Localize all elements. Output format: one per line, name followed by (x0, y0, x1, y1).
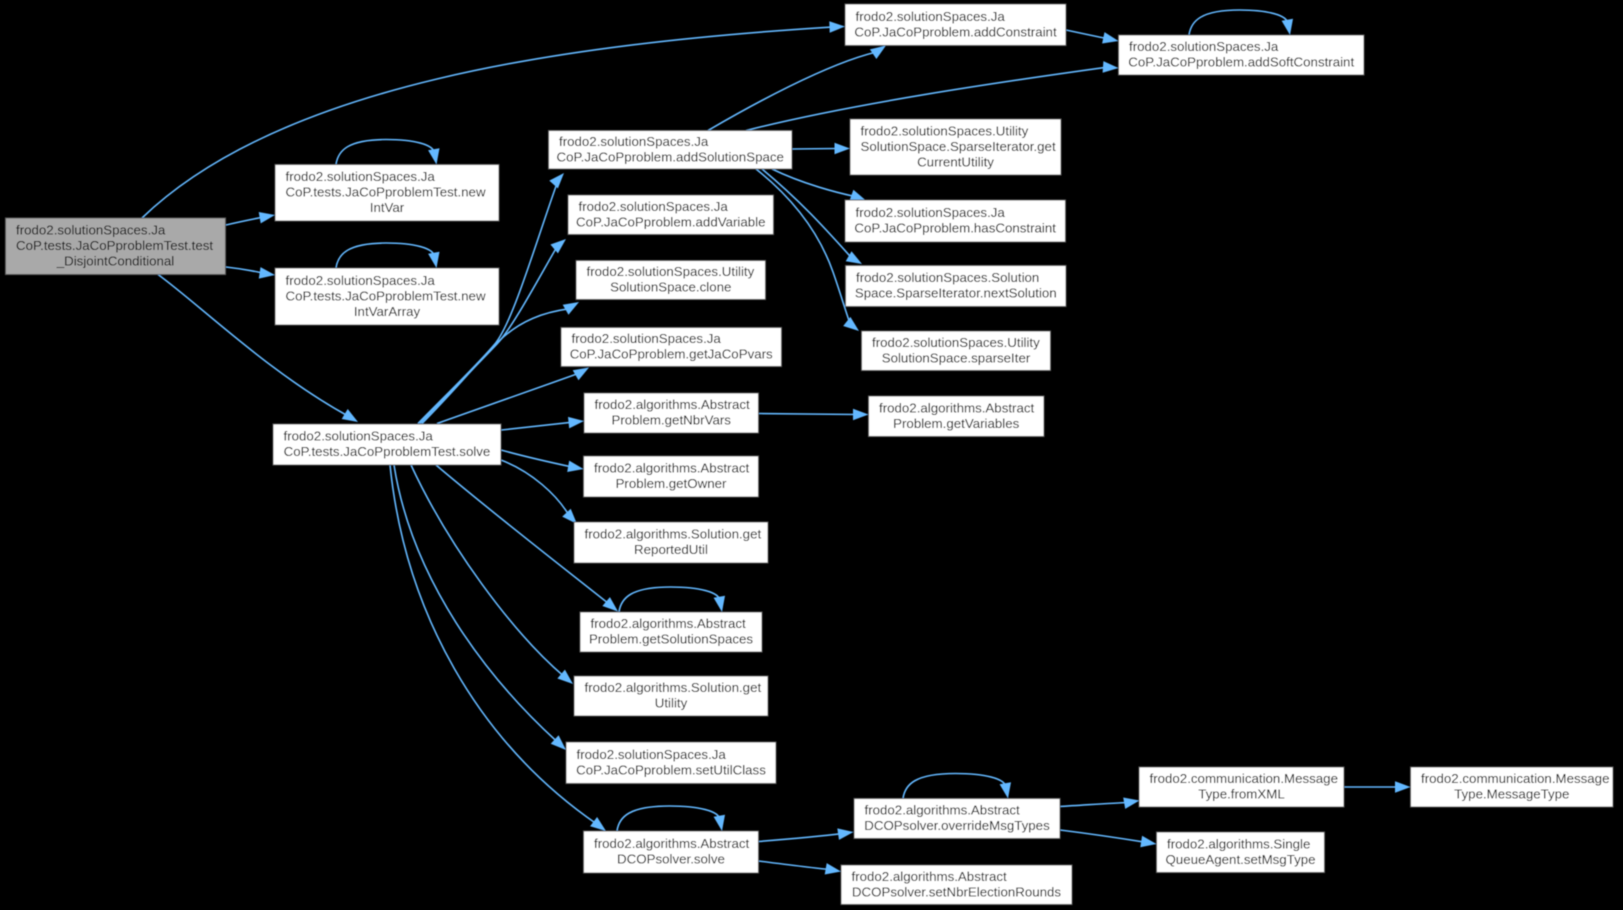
svg-text:Type.fromXML: Type.fromXML (1198, 787, 1284, 802)
svg-text:_DisjointConditional: _DisjointConditional (56, 254, 175, 269)
svg-text:CoP.JaCoPproblem.addVariable: CoP.JaCoPproblem.addVariable (576, 214, 765, 229)
svg-text:frodo2.algorithms.Abstract: frodo2.algorithms.Abstract (594, 461, 750, 476)
svg-text:frodo2.solutionSpaces.Utility: frodo2.solutionSpaces.Utility (861, 123, 1029, 138)
svg-text:Problem.getVariables: Problem.getVariables (893, 416, 1019, 431)
svg-text:Problem.getNbrVars: Problem.getNbrVars (611, 413, 731, 428)
svg-text:CoP.tests.JaCoPproblemTest.new: CoP.tests.JaCoPproblemTest.new (286, 185, 486, 200)
svg-text:frodo2.solutionSpaces.Utility: frodo2.solutionSpaces.Utility (872, 335, 1040, 350)
svg-text:CurrentUtility: CurrentUtility (917, 154, 994, 169)
svg-text:frodo2.algorithms.Abstract: frodo2.algorithms.Abstract (865, 803, 1021, 818)
svg-text:frodo2.solutionSpaces.Ja: frodo2.solutionSpaces.Ja (286, 273, 436, 288)
svg-text:frodo2.algorithms.Abstract: frodo2.algorithms.Abstract (595, 397, 751, 412)
svg-text:frodo2.solutionSpaces.Ja: frodo2.solutionSpaces.Ja (16, 223, 166, 238)
svg-text:CoP.JaCoPproblem.getJaCoPvars: CoP.JaCoPproblem.getJaCoPvars (570, 347, 773, 362)
svg-text:Problem.getSolutionSpaces: Problem.getSolutionSpaces (589, 632, 753, 647)
svg-text:frodo2.solutionSpaces.Ja: frodo2.solutionSpaces.Ja (1129, 39, 1279, 54)
svg-text:CoP.tests.JaCoPproblemTest.tes: CoP.tests.JaCoPproblemTest.test (16, 238, 213, 253)
svg-text:CoP.tests.JaCoPproblemTest.new: CoP.tests.JaCoPproblemTest.new (286, 288, 486, 303)
svg-text:frodo2.algorithms.Single: frodo2.algorithms.Single (1167, 836, 1310, 851)
svg-text:CoP.JaCoPproblem.addSoftConstr: CoP.JaCoPproblem.addSoftConstraint (1128, 55, 1354, 70)
svg-text:frodo2.algorithms.Solution.get: frodo2.algorithms.Solution.get (585, 527, 762, 542)
svg-text:ReportedUtil: ReportedUtil (634, 542, 708, 557)
svg-text:frodo2.solutionSpaces.Ja: frodo2.solutionSpaces.Ja (856, 205, 1006, 220)
svg-text:CoP.tests.JaCoPproblemTest.sol: CoP.tests.JaCoPproblemTest.solve (284, 444, 491, 459)
svg-text:frodo2.communication.Message: frodo2.communication.Message (1150, 771, 1338, 786)
svg-text:CoP.JaCoPproblem.setUtilClass: CoP.JaCoPproblem.setUtilClass (576, 762, 766, 777)
svg-text:IntVarArray: IntVarArray (354, 304, 421, 319)
svg-text:CoP.JaCoPproblem.addConstraint: CoP.JaCoPproblem.addConstraint (854, 24, 1057, 39)
svg-text:frodo2.algorithms.Abstract: frodo2.algorithms.Abstract (879, 400, 1035, 415)
svg-text:SolutionSpace.clone: SolutionSpace.clone (610, 280, 731, 295)
svg-text:frodo2.solutionSpaces.Ja: frodo2.solutionSpaces.Ja (284, 429, 434, 444)
svg-text:DCOPsolver.solve: DCOPsolver.solve (617, 852, 725, 867)
svg-text:frodo2.algorithms.Abstract: frodo2.algorithms.Abstract (852, 869, 1008, 884)
svg-text:frodo2.solutionSpaces.Ja: frodo2.solutionSpaces.Ja (577, 747, 727, 762)
svg-text:frodo2.solutionSpaces.Ja: frodo2.solutionSpaces.Ja (286, 169, 436, 184)
svg-text:frodo2.solutionSpaces.Ja: frodo2.solutionSpaces.Ja (572, 331, 722, 346)
svg-text:frodo2.algorithms.Solution.get: frodo2.algorithms.Solution.get (585, 680, 762, 695)
svg-text:SolutionSpace.sparseIter: SolutionSpace.sparseIter (882, 350, 1031, 365)
svg-text:CoP.JaCoPproblem.addSolutionSp: CoP.JaCoPproblem.addSolutionSpace (556, 149, 783, 164)
svg-text:Type.MessageType: Type.MessageType (1454, 787, 1569, 802)
svg-text:frodo2.algorithms.Abstract: frodo2.algorithms.Abstract (591, 616, 747, 631)
svg-text:DCOPsolver.overrideMsgTypes: DCOPsolver.overrideMsgTypes (864, 818, 1050, 833)
svg-text:frodo2.solutionSpaces.Utility: frodo2.solutionSpaces.Utility (587, 264, 755, 279)
svg-text:frodo2.algorithms.Abstract: frodo2.algorithms.Abstract (594, 836, 750, 851)
svg-text:frodo2.solutionSpaces.Solution: frodo2.solutionSpaces.Solution (856, 270, 1039, 285)
svg-text:Problem.getOwner: Problem.getOwner (616, 476, 727, 491)
svg-text:frodo2.solutionSpaces.Ja: frodo2.solutionSpaces.Ja (856, 9, 1006, 24)
svg-text:Space.SparseIterator.nextSolut: Space.SparseIterator.nextSolution (855, 286, 1057, 301)
svg-text:frodo2.communication.Message: frodo2.communication.Message (1421, 771, 1609, 786)
svg-text:CoP.JaCoPproblem.hasConstraint: CoP.JaCoPproblem.hasConstraint (854, 221, 1056, 236)
svg-text:QueueAgent.setMsgType: QueueAgent.setMsgType (1165, 852, 1315, 867)
svg-text:frodo2.solutionSpaces.Ja: frodo2.solutionSpaces.Ja (559, 134, 709, 149)
svg-text:Utility: Utility (655, 696, 688, 711)
svg-text:SolutionSpace.SparseIterator.g: SolutionSpace.SparseIterator.get (861, 139, 1056, 154)
svg-text:DCOPsolver.setNbrElectionRound: DCOPsolver.setNbrElectionRounds (852, 884, 1061, 899)
svg-text:frodo2.solutionSpaces.Ja: frodo2.solutionSpaces.Ja (579, 199, 729, 214)
svg-text:IntVar: IntVar (370, 200, 405, 215)
